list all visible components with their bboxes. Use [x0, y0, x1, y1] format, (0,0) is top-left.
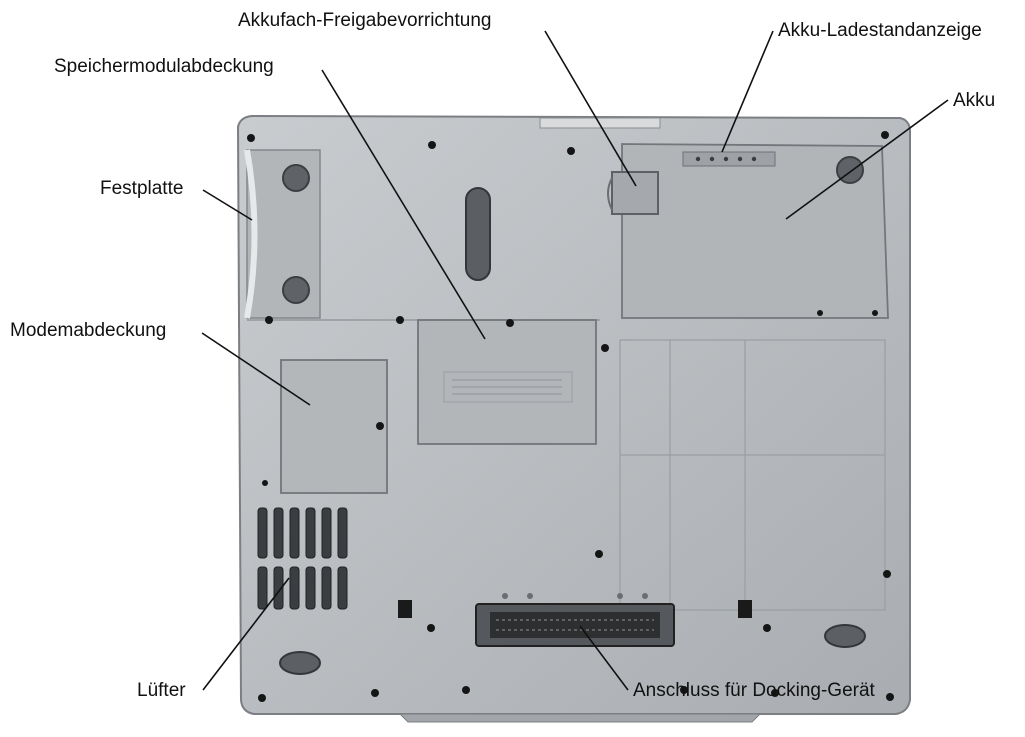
foot-bottom-right	[824, 624, 866, 648]
callout-charge-gauge: Akku-Ladestandanzeige	[778, 20, 982, 41]
callout-battery-release: Akkufach-Freigabevorrichtung	[238, 10, 492, 31]
foot-bottom-left	[279, 651, 321, 675]
fan-vents	[257, 507, 348, 610]
modem-cover	[280, 359, 388, 494]
hard-drive-bay	[246, 149, 321, 319]
callout-hard-drive: Festplatte	[100, 178, 184, 199]
memory-module-cover	[417, 319, 597, 445]
battery-pack	[621, 143, 889, 319]
screws	[247, 131, 894, 702]
callout-memory-cover: Speichermodulabdeckung	[54, 56, 274, 77]
callout-modem-cover: Modemabdeckung	[10, 320, 167, 341]
callout-fan: Lüfter	[137, 680, 186, 701]
hinge-strip	[539, 117, 661, 129]
front-lip	[398, 713, 762, 723]
callout-battery: Akku	[953, 90, 996, 111]
vent-slot	[465, 187, 491, 281]
service-panel-grid	[619, 339, 886, 611]
hard-drive-foot-top	[282, 164, 310, 192]
battery-gauge	[682, 151, 776, 167]
battery-release-latch	[611, 171, 659, 215]
callout-docking-connector: Anschluss für Docking-Gerät	[633, 680, 875, 701]
leader-lines	[201, 30, 949, 691]
hard-drive-foot-bottom	[282, 276, 310, 304]
